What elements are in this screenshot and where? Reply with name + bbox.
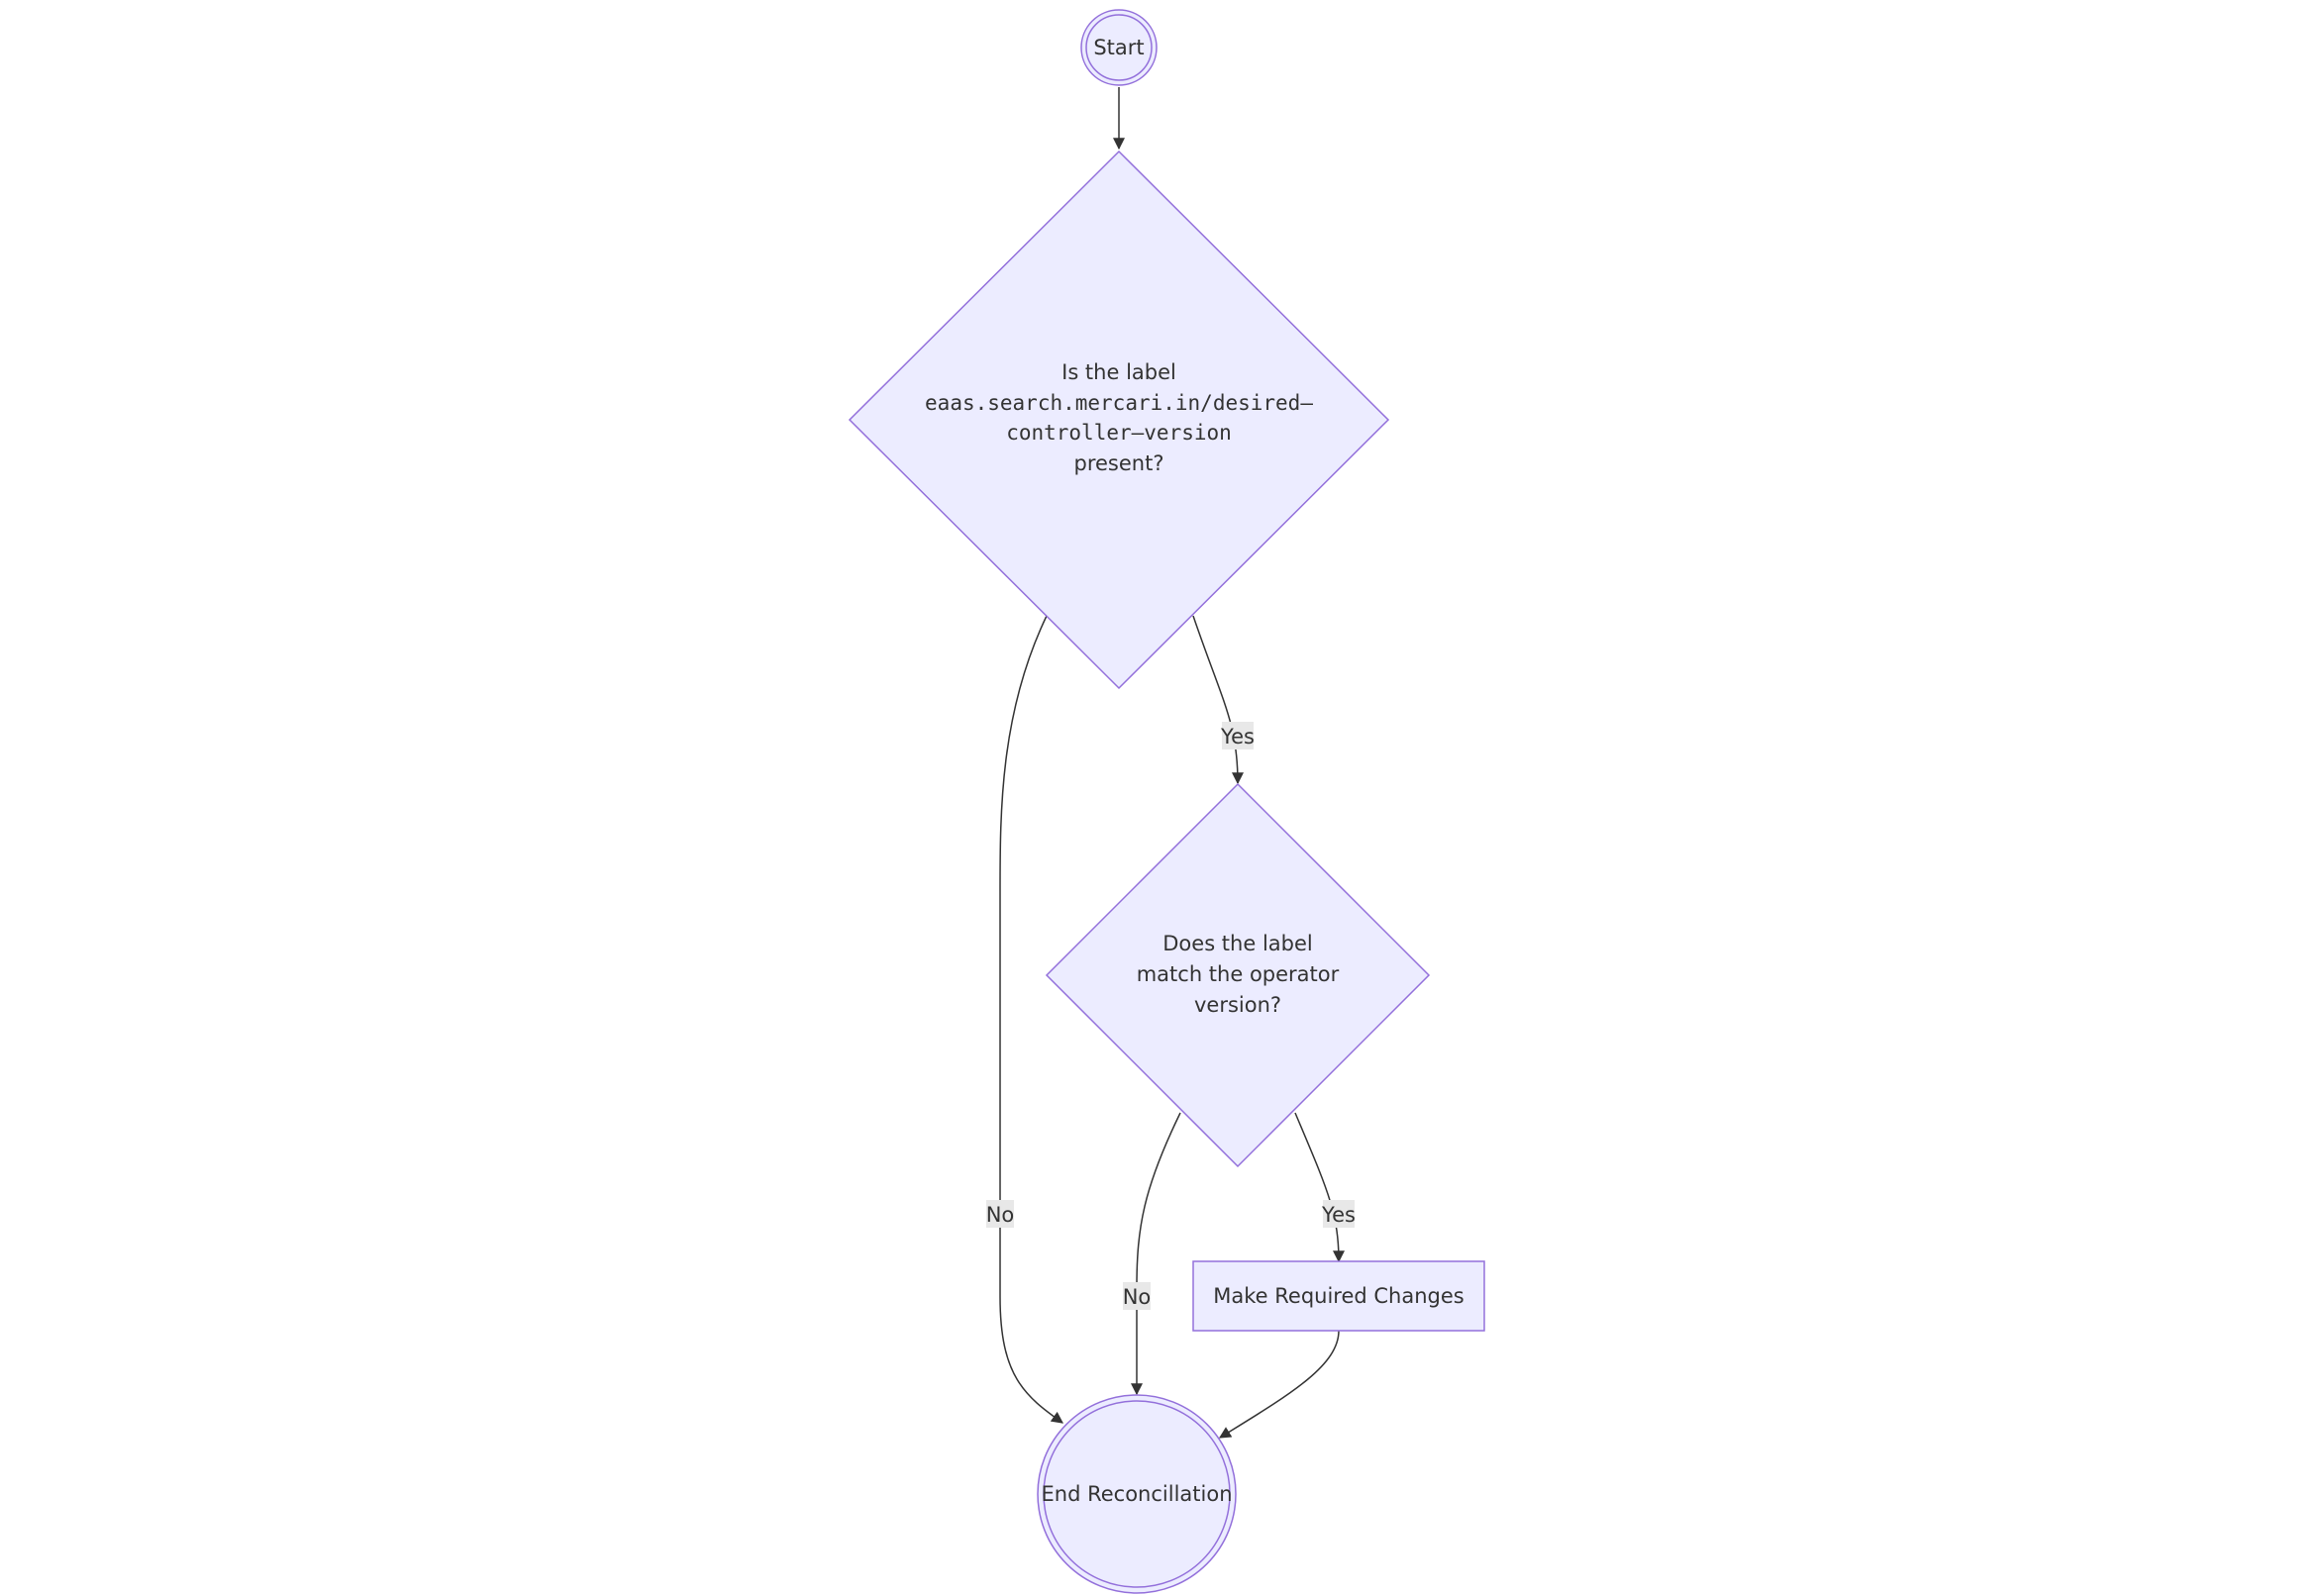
edge-label-present-no bbox=[999, 615, 1063, 1424]
edges bbox=[999, 87, 1345, 1439]
node-label-present: Is the label eaas.search.mercari.in/desi… bbox=[848, 150, 1390, 690]
edge-label-match-yes bbox=[1294, 1112, 1345, 1263]
node-label-present-line1: Is the label bbox=[1061, 360, 1176, 384]
edge-changes-to-end bbox=[1218, 1330, 1340, 1439]
edge-label-match-yes-group: Yes bbox=[1321, 1200, 1356, 1228]
node-make-changes-label: Make Required Changes bbox=[1213, 1284, 1464, 1308]
edge-label-present-no-group: No bbox=[986, 1200, 1015, 1228]
node-end: End Reconcillation bbox=[1037, 1394, 1237, 1594]
node-label-match-line2: match the operator bbox=[1137, 962, 1340, 986]
edge-label-match-no bbox=[1131, 1112, 1181, 1396]
node-label-present-line4: present? bbox=[1074, 451, 1164, 475]
edge-label-present-yes bbox=[1192, 615, 1244, 785]
node-label-match: Does the label match the operator versio… bbox=[1045, 782, 1431, 1168]
node-label-present-line2: eaas.search.mercari.in/desired– bbox=[925, 391, 1313, 415]
edge-label-match-no: No bbox=[1123, 1285, 1152, 1309]
node-label-match-line1: Does the label bbox=[1162, 932, 1312, 955]
node-label-match-line3: version? bbox=[1194, 993, 1281, 1017]
node-start-label: Start bbox=[1093, 36, 1144, 59]
node-end-label: End Reconcillation bbox=[1042, 1482, 1233, 1506]
edge-label-present-no: No bbox=[986, 1203, 1015, 1227]
edge-label-match-no-group: No bbox=[1123, 1282, 1152, 1310]
edge-label-present-yes-group: Yes bbox=[1220, 722, 1255, 749]
edge-label-present-yes: Yes bbox=[1220, 725, 1255, 748]
edge-label-match-yes: Yes bbox=[1321, 1203, 1356, 1227]
node-start: Start bbox=[1080, 9, 1158, 86]
node-make-changes: Make Required Changes bbox=[1192, 1260, 1485, 1332]
edge-labels: No Yes No Yes bbox=[986, 722, 1356, 1310]
node-label-present-line3: controller–version bbox=[1006, 421, 1232, 445]
